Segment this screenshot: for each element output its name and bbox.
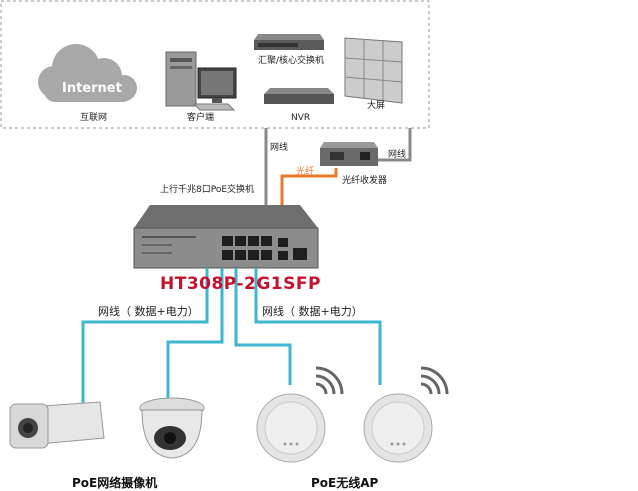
fiber-line bbox=[280, 168, 338, 205]
bullet-camera-icon bbox=[9, 401, 105, 449]
media-converter-icon bbox=[320, 142, 378, 166]
cable-to-bullet-camera bbox=[81, 268, 209, 405]
poe-switch-icon bbox=[133, 205, 319, 269]
wifi-signal-2-icon bbox=[420, 366, 449, 395]
converter-label: 光纤收发器 bbox=[342, 176, 388, 186]
nvr-icon bbox=[264, 88, 334, 104]
converter-cable-label: 网线 bbox=[388, 150, 407, 160]
screen-label: 大屏 bbox=[367, 101, 386, 111]
uplink-cable-label: 网线 bbox=[270, 143, 289, 153]
cable-to-ap-2 bbox=[254, 268, 382, 385]
video-wall-icon bbox=[344, 37, 403, 104]
wifi-signal-1-icon bbox=[315, 366, 344, 395]
converter-cable-line bbox=[378, 128, 412, 162]
switch-model: HT308P-2G1SFP bbox=[160, 274, 321, 294]
right-cable-label: 网线（ 数据+电力） bbox=[262, 305, 363, 318]
poe-cables bbox=[81, 268, 382, 405]
cable-to-dome-camera bbox=[166, 268, 224, 402]
dome-camera-icon bbox=[139, 397, 205, 459]
ap-label: PoE无线AP bbox=[311, 476, 379, 490]
client-label: 客户端 bbox=[187, 113, 215, 123]
core-switch-icon bbox=[254, 34, 324, 50]
internet-text: Internet bbox=[62, 81, 122, 96]
switch-label: 上行千兆8口PoE交换机 bbox=[160, 185, 255, 195]
nvr-label: NVR bbox=[291, 113, 311, 123]
wireless-ap-2-icon bbox=[363, 393, 433, 463]
fiber-label: 光纤 bbox=[296, 167, 315, 177]
client-computer-icon bbox=[165, 51, 237, 111]
core-switch-label: 汇聚/核心交换机 bbox=[258, 56, 325, 66]
left-cable-label: 网线（ 数据+电力） bbox=[98, 305, 199, 318]
cable-to-ap-1 bbox=[234, 268, 292, 385]
wireless-ap-1-icon bbox=[256, 393, 326, 463]
internet-cloud-icon bbox=[38, 44, 137, 102]
internet-label: 互联网 bbox=[80, 113, 108, 123]
upper-network-boundary bbox=[0, 0, 430, 129]
cameras-label: PoE网络摄像机 bbox=[72, 476, 158, 490]
